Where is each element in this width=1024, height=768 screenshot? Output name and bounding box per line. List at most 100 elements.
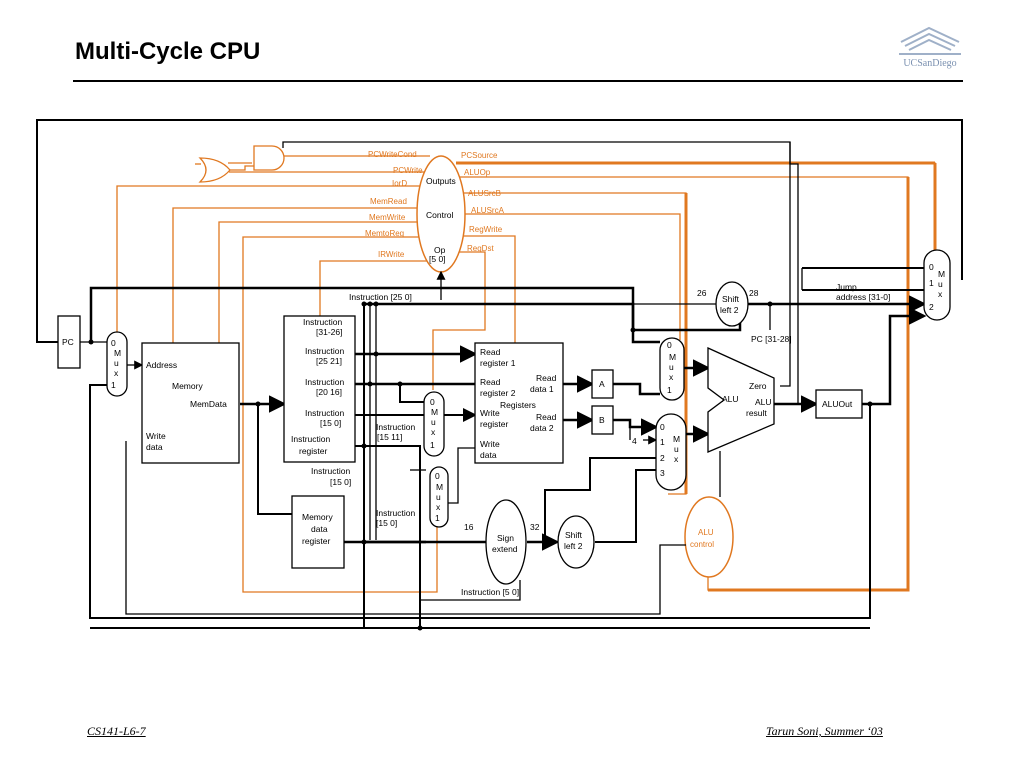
signal-pcwrite: PCWrite: [393, 166, 423, 175]
ir-field1-a: Instruction: [303, 317, 342, 327]
mux-memtoreg-in1: 1: [435, 513, 440, 523]
signal-alusrca: ALUSrcA: [471, 206, 505, 215]
mux-pcsource: [923, 249, 951, 321]
register-a: [591, 369, 614, 399]
instruction-register: [283, 315, 356, 463]
regs-wd-b: data: [480, 450, 497, 460]
regs-rd2-b: data 2: [530, 423, 554, 433]
signal-pcsource: PCSource: [461, 151, 498, 160]
instr-15-0-mdr-label-a: Instruction: [376, 508, 415, 518]
ucsd-logo: UCSanDiego: [893, 20, 967, 74]
signal-regwrite: RegWrite: [469, 225, 503, 234]
ir-field1-b: [31-26]: [316, 327, 342, 337]
regs-rr1-b: register 1: [480, 358, 516, 368]
mux-alusrca: [659, 337, 685, 401]
multiplexers: [106, 249, 951, 528]
signal-memread: MemRead: [370, 197, 407, 206]
memory-address-label: Address: [146, 360, 177, 370]
datapath-boxes: [57, 315, 863, 569]
sign-extend-label-2: extend: [492, 544, 518, 554]
signal-pcwritecond: PCWriteCond: [368, 150, 417, 159]
memory-title: Memory: [172, 381, 203, 391]
mux-memtoreg-in0: 0: [435, 471, 440, 481]
shift-left2-label-2: left 2: [564, 541, 583, 551]
mux-regdst-letter-x: x: [431, 427, 436, 437]
mux-pcsource-in0: 0: [929, 262, 934, 272]
or-gate-icon: [198, 157, 231, 183]
control-outputs-label: Outputs: [426, 176, 456, 186]
mux-alusrcb-in2: 2: [660, 453, 665, 463]
mux-memtoreg-letter-x: x: [436, 502, 441, 512]
mux-memtoreg: [429, 466, 449, 528]
instr-15-0-label-b: [15 0]: [330, 477, 351, 487]
signal-aluop: ALUOp: [464, 168, 491, 177]
reg-a-label: A: [599, 379, 605, 389]
bits-32-label: 32: [530, 522, 540, 532]
alu-result-label-a: ALU: [755, 397, 772, 407]
shift-left2-label-1: Shift: [565, 530, 583, 540]
mux-iord-letter-x: x: [114, 368, 119, 378]
ir-field5-a: Instruction: [291, 434, 330, 444]
instr-15-0-label-a: Instruction: [311, 466, 350, 476]
memory-write-label: Write: [146, 431, 166, 441]
const-4-label: 4: [632, 436, 637, 446]
mux-alusrcb-letter-u: u: [674, 444, 679, 454]
mux-alusrca-letter-x: x: [669, 372, 674, 382]
mux-pcsource-in2: 2: [929, 302, 934, 312]
pc-register: [57, 315, 81, 369]
regs-rr1-a: Read: [480, 347, 501, 357]
mux-alusrcb-letter-x: x: [674, 454, 679, 464]
regs-rr2-b: register 2: [480, 388, 516, 398]
memory-data-label: data: [146, 442, 163, 452]
mux-alusrca-in1: 1: [667, 385, 672, 395]
alu-zero-label: Zero: [749, 381, 767, 391]
wire-junctions: [88, 301, 873, 631]
aluout-register: [815, 389, 863, 419]
ir-field4-b: [15 0]: [320, 418, 341, 428]
signal-irwrite: IRWrite: [378, 250, 405, 259]
regs-rd2-a: Read: [536, 412, 557, 422]
ir-field3-a: Instruction: [305, 377, 344, 387]
mux-alusrcb-letter-m: M: [673, 434, 680, 444]
control-signal-wires: [116, 155, 936, 593]
sign-extend-label-1: Sign: [497, 533, 514, 543]
mux-alusrca-letter-u: u: [669, 362, 674, 372]
regs-rr2-a: Read: [480, 377, 501, 387]
instr-25-0-label: Instruction [25 0]: [349, 292, 412, 302]
mdr-label-2: data: [311, 524, 328, 534]
and-gate-icon: [253, 145, 285, 171]
mdr-label-3: register: [302, 536, 331, 546]
mux-memtoreg-letter-m: M: [436, 482, 443, 492]
ucsd-logo-icon: [899, 26, 961, 55]
mux-alusrcb: [655, 413, 687, 491]
sign-extend-unit: [485, 499, 527, 585]
ir-field2-a: Instruction: [305, 346, 344, 356]
ir-field4-a: Instruction: [305, 408, 344, 418]
memory-data-register: [291, 495, 345, 569]
regs-wd-a: Write: [480, 439, 500, 449]
bits-26-label: 26: [697, 288, 707, 298]
regs-wr-a: Write: [480, 408, 500, 418]
mux-iord-letter-m: M: [114, 348, 121, 358]
instr-15-0-mdr-label-b: [15 0]: [376, 518, 397, 528]
mux-regdst-letter-m: M: [431, 407, 438, 417]
alu-unit: [707, 346, 775, 453]
mdr-label-1: Memory: [302, 512, 333, 522]
signal-iord: IorD: [392, 179, 407, 188]
control-op-bits-label: [5 0]: [429, 254, 446, 264]
mux-memtoreg-letter-u: u: [436, 492, 441, 502]
signal-memtoreg: MemtoReg: [365, 229, 404, 238]
mux-regdst-in0: 0: [430, 397, 435, 407]
memory-memdata-label: MemData: [190, 399, 227, 409]
reg-b-label: B: [599, 415, 605, 425]
mux-alusrca-letter-m: M: [669, 352, 676, 362]
mux-iord-letter-u: u: [114, 358, 119, 368]
regs-rd1-a: Read: [536, 373, 557, 383]
ir-field5-b: register: [299, 446, 328, 456]
instr-5-0-label: Instruction [5 0]: [461, 587, 519, 597]
ir-field2-b: [25 21]: [316, 356, 342, 366]
logo-text: UCSanDiego: [903, 58, 957, 69]
instr-15-11-label-a: Instruction: [376, 422, 415, 432]
shift-left2-top-label-1: Shift: [722, 294, 740, 304]
